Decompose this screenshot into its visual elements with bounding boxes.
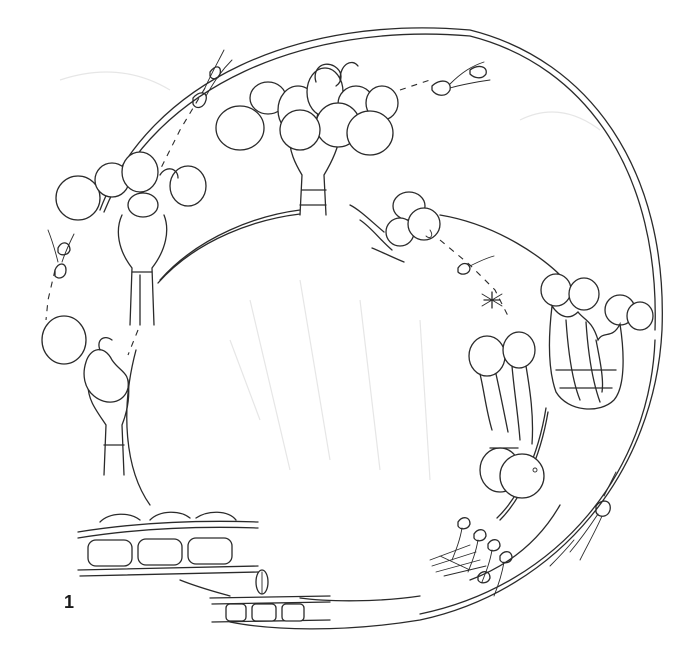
host-epidermis-small bbox=[180, 570, 330, 622]
figure-number: 1 bbox=[64, 592, 74, 613]
sporangium-right-center bbox=[469, 332, 544, 498]
zoospore-left bbox=[48, 230, 74, 278]
swimming-zoospores-center bbox=[458, 256, 502, 308]
sporangium-cluster-left bbox=[56, 152, 206, 325]
host-epidermis-large bbox=[78, 512, 258, 576]
zoospore-swarm-bottom bbox=[430, 518, 512, 596]
germinating-cyst bbox=[350, 192, 440, 262]
sporangium-cluster-right bbox=[541, 274, 653, 409]
zoospore-right-edge bbox=[550, 472, 616, 566]
zoospore-top-right bbox=[432, 62, 490, 95]
sporangium-cluster-top bbox=[216, 62, 398, 215]
sporangium-lower-left bbox=[42, 316, 129, 475]
